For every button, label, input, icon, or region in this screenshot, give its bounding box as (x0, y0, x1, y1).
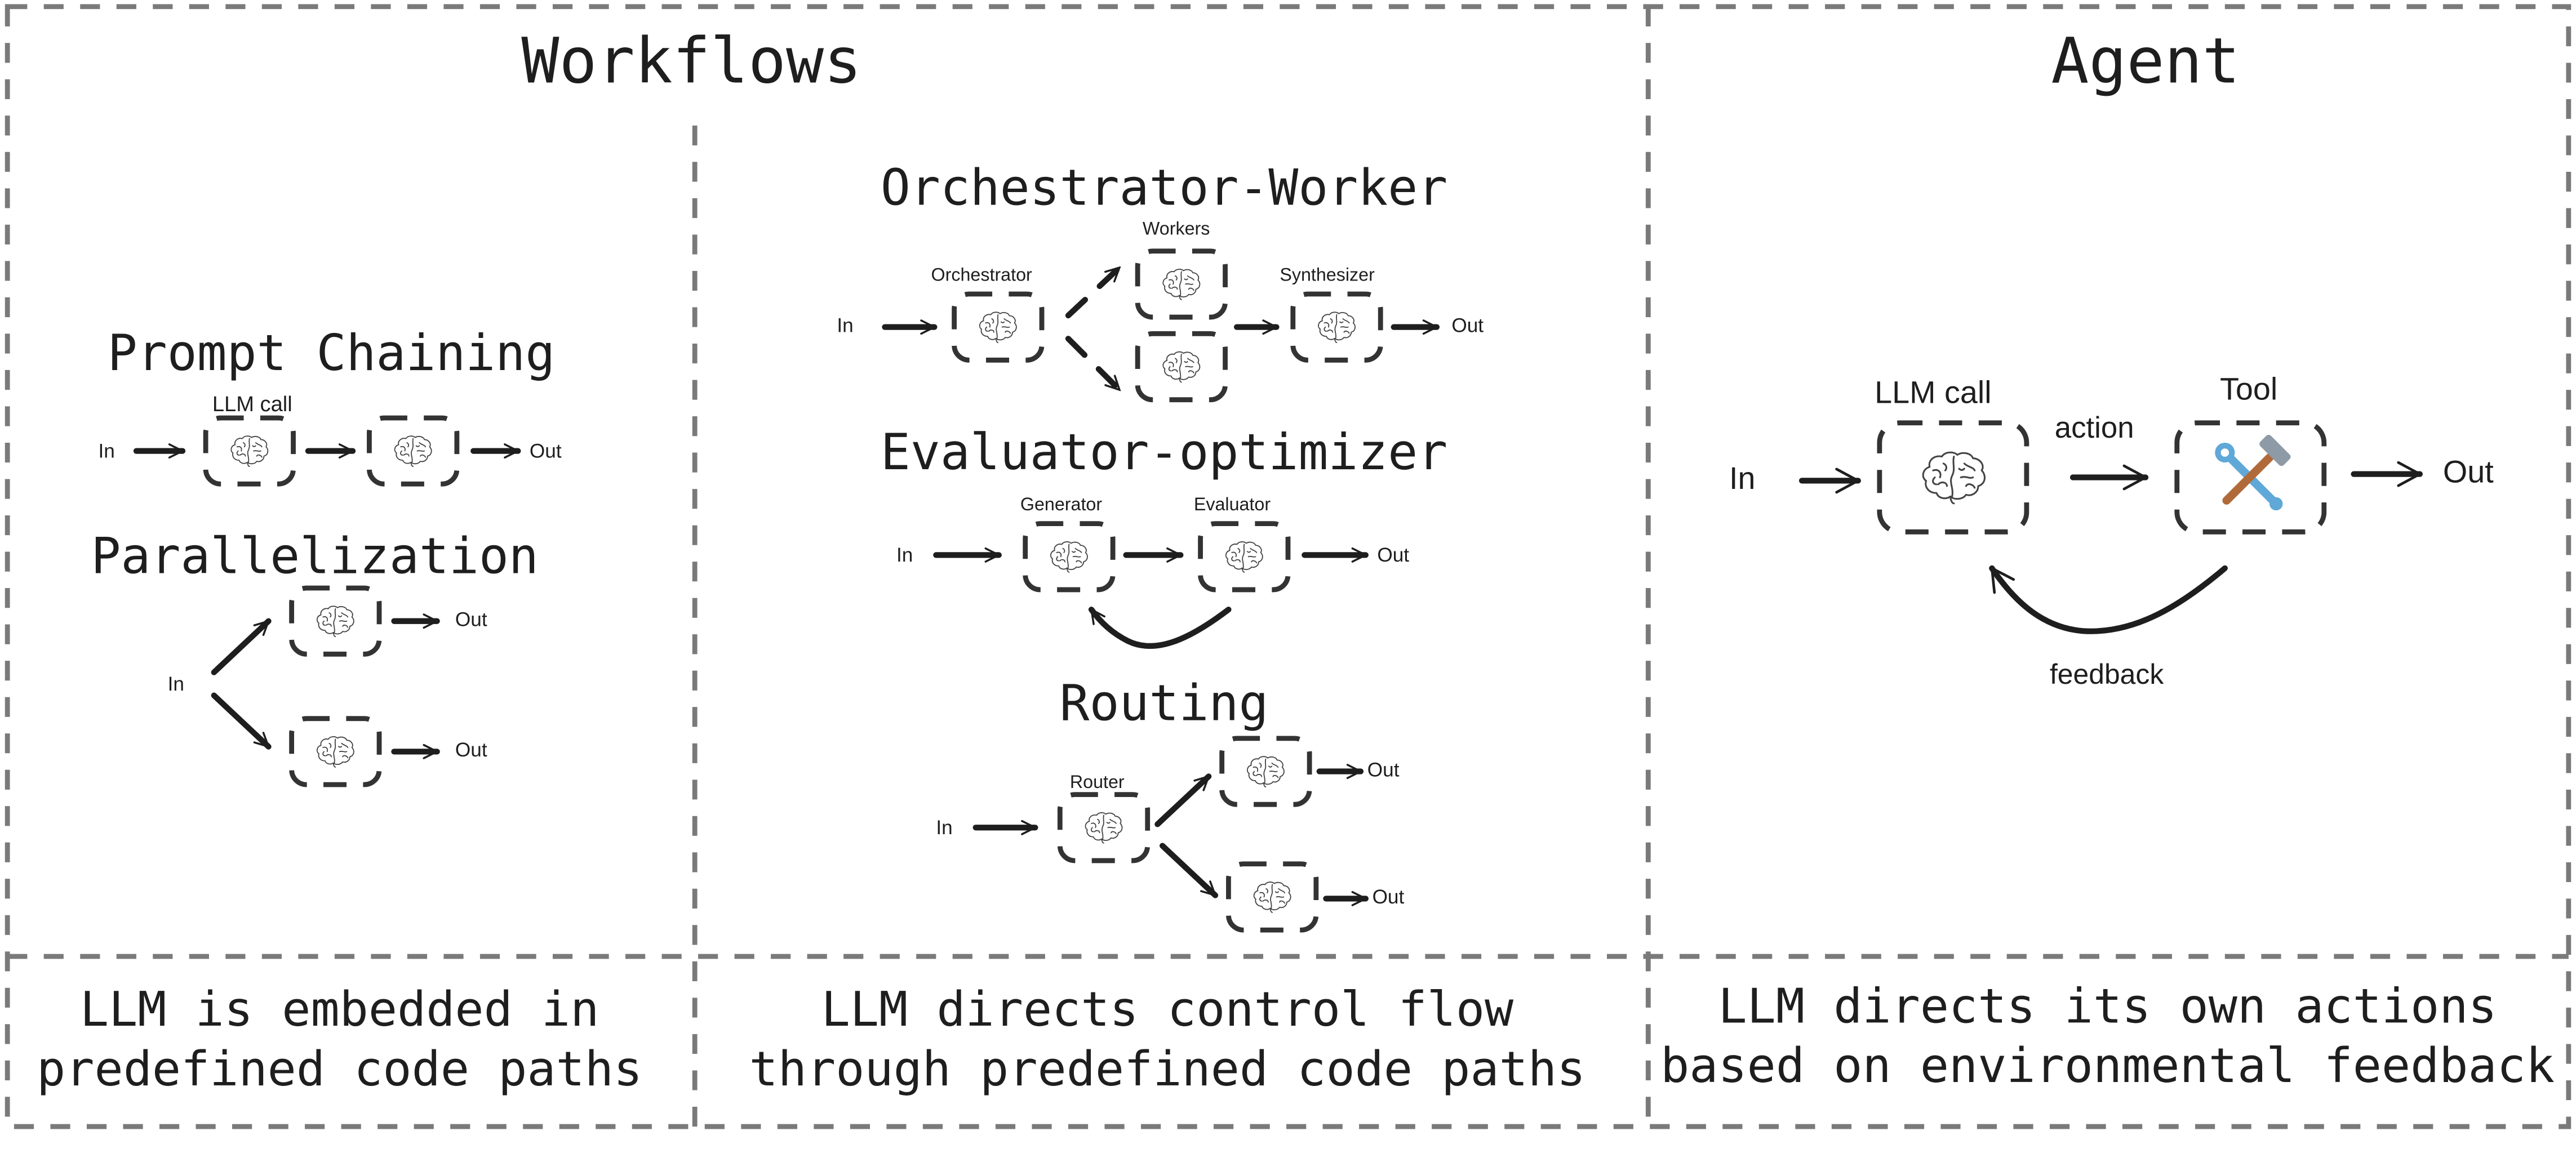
agent-action-label: action (2055, 411, 2134, 444)
agent-diagram: In LLM call action Tool Out feedback (1729, 372, 2494, 690)
agent-llm-box (1877, 420, 2029, 535)
orchestrator-worker-title: Orchestrator-Worker (881, 159, 1447, 217)
evaluator-optimizer-in-label: In (896, 544, 913, 566)
routing-arrow-up (1154, 773, 1212, 827)
agent-in-label: In (1729, 461, 1755, 496)
caption-middle-line1: LLM directs control flow (821, 982, 1514, 1038)
orchestrator-label: Orchestrator (931, 265, 1032, 285)
caption-right-line1: LLM directs its own actions (1718, 978, 2497, 1034)
evaluator-label: Evaluator (1194, 494, 1271, 514)
router-label: Router (1070, 772, 1125, 792)
prompt-chaining-title: Prompt Chaining (108, 324, 555, 382)
parallelization-arrow-down (211, 692, 272, 750)
evaluator-feedback-arrow (1088, 607, 1232, 649)
parallelization-out-label-2: Out (455, 739, 487, 761)
orchestrator-box (952, 291, 1045, 363)
router-box (1057, 792, 1151, 863)
parallelization-in-label: In (168, 673, 184, 695)
synthesizer-label: Synthesizer (1280, 265, 1375, 285)
parallelization-llm-box-1 (289, 585, 382, 657)
synthesizer-box (1290, 291, 1383, 363)
prompt-chaining-in-label: In (98, 440, 114, 462)
routing-diagram: Routing In Router Out Out (936, 674, 1405, 933)
captions: LLM is embedded in predefined code paths… (37, 978, 2555, 1097)
orchestrator-worker-out-label: Out (1451, 314, 1484, 336)
generator-label: Generator (1020, 494, 1102, 514)
caption-middle-line2: through predefined code paths (749, 1041, 1586, 1097)
caption-right-line2: based on environmental feedback (1660, 1038, 2555, 1094)
orchestrator-arrow-worker-1 (1065, 264, 1123, 319)
agent-title: Agent (2051, 25, 2240, 98)
caption-left-line2: predefined code paths (37, 1041, 642, 1097)
generator-box (1023, 521, 1116, 593)
agent-out-label: Out (2443, 454, 2494, 489)
evaluator-optimizer-out-label: Out (1377, 544, 1409, 566)
evaluator-box (1198, 521, 1291, 593)
orchestrator-worker-in-label: In (837, 314, 853, 336)
worker-box-2 (1135, 331, 1228, 403)
parallelization-out-label-1: Out (455, 608, 487, 630)
hammer-wrench-icon (2215, 434, 2291, 511)
routing-out-label-2: Out (1373, 886, 1405, 908)
routing-llm-box-2 (1226, 861, 1319, 933)
prompt-chaining-out-label: Out (530, 440, 562, 462)
workers-label: Workers (1143, 218, 1210, 238)
routing-arrow-down (1159, 843, 1219, 898)
workflows-title: Workflows (521, 25, 861, 98)
routing-out-label-1: Out (1367, 759, 1400, 781)
caption-left-line1: LLM is embedded in (80, 982, 599, 1038)
routing-in-label: In (936, 817, 952, 839)
prompt-chaining-llm-box-2 (367, 415, 460, 487)
panel-grid (5, 4, 2571, 1129)
prompt-chaining-llm-box-1 (203, 415, 296, 487)
worker-box-1 (1135, 248, 1228, 320)
outer-border (5, 4, 2571, 1129)
evaluator-optimizer-diagram: Evaluator-optimizer In Generator Evaluat… (881, 423, 1447, 649)
agent-tool-label: Tool (2220, 372, 2277, 407)
agent-feedback-arrow (1989, 565, 2228, 634)
prompt-chaining-diagram: Prompt Chaining In LLM call Out (98, 324, 562, 487)
evaluator-optimizer-title: Evaluator-optimizer (881, 423, 1447, 481)
orchestrator-worker-diagram: Orchestrator-Worker In Orchestrator Work… (837, 159, 1484, 403)
parallelization-llm-box-2 (289, 716, 382, 787)
routing-llm-box-1 (1219, 736, 1312, 807)
prompt-chaining-box-label: LLM call (212, 392, 292, 416)
agent-llm-label: LLM call (1875, 375, 1991, 410)
parallelization-title: Parallelization (91, 527, 538, 585)
orchestrator-arrow-worker-2 (1065, 336, 1123, 393)
agent-feedback-label: feedback (2050, 658, 2164, 690)
routing-title: Routing (1060, 674, 1269, 732)
parallelization-diagram: Parallelization In Out Out (91, 527, 539, 787)
parallelization-arrow-up (211, 618, 272, 675)
